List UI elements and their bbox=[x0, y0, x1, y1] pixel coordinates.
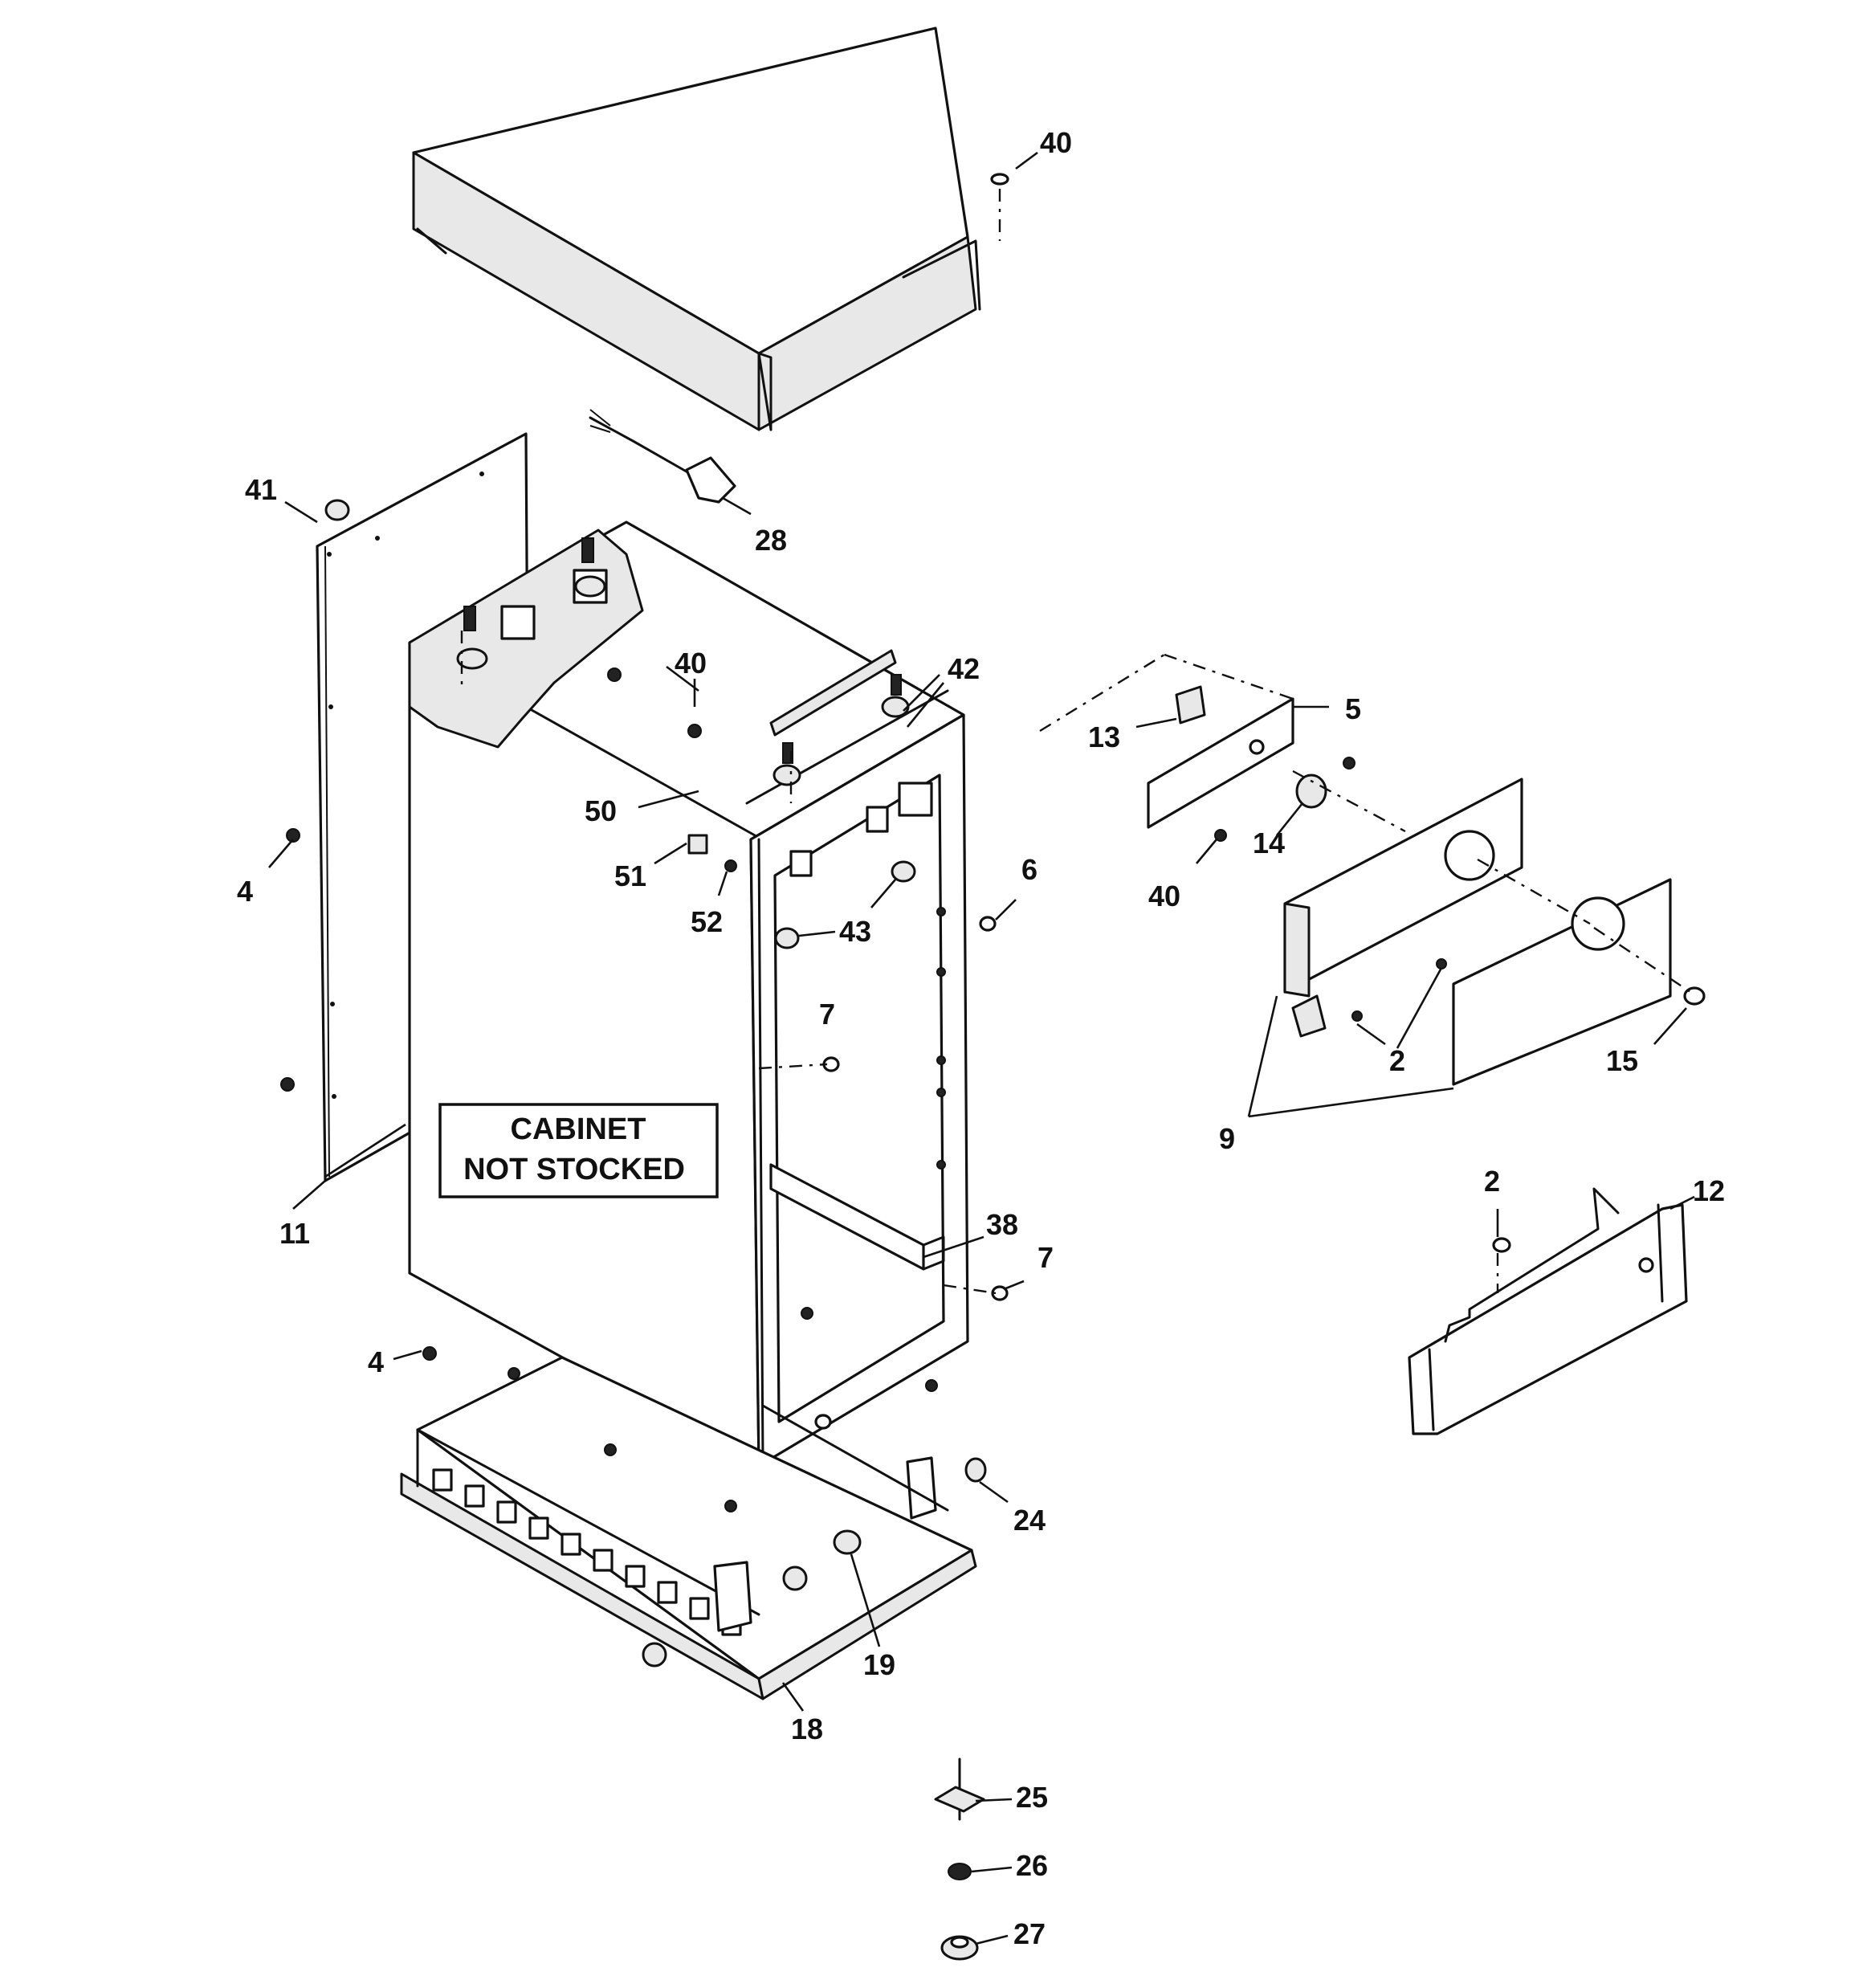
side-bracket bbox=[1408, 1187, 1688, 1435]
cabinet-not-stocked-note: CABINET NOT STOCKED bbox=[438, 1103, 719, 1198]
callout-4-left: 4 bbox=[237, 875, 253, 908]
callout-2-b: 2 bbox=[1484, 1165, 1500, 1198]
callout-19: 19 bbox=[863, 1648, 895, 1681]
fasteners bbox=[280, 173, 1706, 1668]
leader-lines bbox=[268, 151, 1695, 1945]
front-control-cover bbox=[1283, 778, 1672, 1086]
callout-41: 41 bbox=[245, 473, 277, 506]
note-line-2: NOT STOCKED bbox=[463, 1153, 685, 1186]
callout-24: 24 bbox=[1013, 1504, 1046, 1537]
callout-11: 11 bbox=[279, 1217, 310, 1250]
callout-13: 13 bbox=[1088, 720, 1120, 753]
callout-38: 38 bbox=[986, 1208, 1018, 1241]
callout-7-a: 7 bbox=[819, 998, 835, 1031]
callout-40-panel: 40 bbox=[1148, 880, 1180, 912]
callout-51: 51 bbox=[614, 859, 646, 892]
callout-12: 12 bbox=[1693, 1174, 1725, 1207]
callout-27: 27 bbox=[1013, 1917, 1046, 1950]
callout-25: 25 bbox=[1016, 1781, 1048, 1814]
callout-5: 5 bbox=[1345, 692, 1361, 725]
top-cover bbox=[412, 27, 981, 431]
cabinet-body bbox=[408, 520, 969, 1468]
callout-26: 26 bbox=[1016, 1849, 1048, 1882]
control-panel-plate bbox=[1147, 685, 1327, 829]
callout-40-mid: 40 bbox=[675, 647, 707, 680]
callout-43: 43 bbox=[839, 915, 871, 948]
callout-18: 18 bbox=[791, 1712, 823, 1745]
callout-6: 6 bbox=[1021, 853, 1037, 886]
callout-40-top: 40 bbox=[1040, 126, 1072, 159]
cabinet-base bbox=[400, 1356, 977, 1700]
callout-2-a: 2 bbox=[1389, 1044, 1405, 1077]
leveling-foot bbox=[934, 1757, 985, 1961]
note-line-1: CABINET bbox=[511, 1112, 646, 1146]
callout-50: 50 bbox=[585, 794, 617, 827]
callout-28: 28 bbox=[755, 524, 787, 557]
callout-4-bottom: 4 bbox=[368, 1345, 384, 1378]
power-cord bbox=[589, 409, 736, 504]
callout-9: 9 bbox=[1219, 1122, 1235, 1155]
callout-52: 52 bbox=[691, 905, 723, 938]
callout-labels: 40 41 28 40 40 42 5 13 14 40 50 51 52 4 … bbox=[237, 126, 1725, 1950]
callout-14: 14 bbox=[1253, 827, 1285, 859]
assembly-lines bbox=[460, 189, 1691, 1295]
callout-42: 42 bbox=[948, 652, 980, 685]
callout-7-b: 7 bbox=[1037, 1241, 1054, 1274]
callout-15: 15 bbox=[1606, 1044, 1638, 1077]
